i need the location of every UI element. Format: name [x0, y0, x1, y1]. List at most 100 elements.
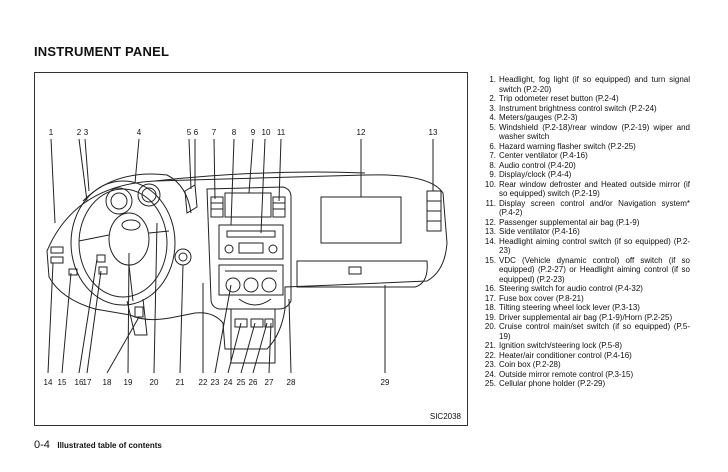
callout-19: 19 — [124, 378, 133, 387]
legend-item-text: Headlight, fog light (if so equipped) an… — [499, 75, 690, 94]
legend-item: 13.Side ventilator (P.4-16) — [482, 227, 690, 237]
speedometer-gauge — [105, 187, 133, 215]
legend-item-text: Instrument brightness control switch (P.… — [499, 103, 657, 113]
legend-item-number: 11. — [485, 198, 496, 208]
legend-item-number: 3. — [489, 103, 496, 113]
legend-item: 16.Steering switch for audio control (P.… — [482, 284, 690, 294]
legend-item-text: Heater/air conditioner control (P.4-16) — [499, 350, 632, 360]
legend-item-number: 6. — [489, 141, 496, 151]
legend-item-number: 17. — [484, 293, 496, 303]
legend-item-text: Meters/gauges (P.2-3) — [499, 113, 578, 122]
callout-11: 11 — [277, 128, 286, 137]
legend-item: 4.Meters/gauges (P.2-3) — [482, 113, 690, 123]
callout-24: 24 — [224, 378, 233, 387]
legend-item: 19.Driver supplemental air bag (P.1-9)/H… — [482, 313, 690, 323]
callout-23: 23 — [211, 378, 220, 387]
legend-item: 18.Tilting steering wheel lock lever (P.… — [482, 303, 690, 313]
ignition-switch — [174, 248, 192, 266]
legend-item: 20.Cruise control main/set switch (if so… — [482, 322, 690, 341]
callout-14: 14 — [44, 378, 53, 387]
legend-item-text: Headlight aiming control switch (if so e… — [499, 236, 690, 256]
callout-20: 20 — [150, 378, 159, 387]
legend-item-text: Hazard warning flasher switch (P.2-25) — [499, 141, 636, 151]
tachometer-gauge — [137, 183, 161, 207]
steering-wheel — [70, 180, 176, 306]
legend-item-number: 5. — [489, 122, 496, 132]
center-display — [224, 192, 272, 218]
legend-item-text: Trip odometer reset button (P.2-4) — [499, 94, 619, 103]
legend-item: 3.Instrument brightness control switch (… — [482, 104, 690, 114]
callout-28: 28 — [287, 378, 296, 387]
legend-item-text: Fuse box cover (P.8-21) — [499, 293, 584, 303]
callout-1: 1 — [49, 128, 54, 137]
legend-item-number: 15. — [484, 255, 496, 265]
legend-item-number: 16. — [484, 284, 496, 293]
callout-6: 6 — [194, 128, 199, 137]
legend-item-text: Driver supplemental air bag (P.1-9)/Horn… — [499, 312, 673, 322]
legend-item-number: 22. — [484, 350, 496, 360]
legend-item-number: 1. — [489, 75, 496, 84]
callout-25: 25 — [237, 378, 246, 387]
callout-10: 10 — [262, 128, 271, 137]
legend-item-text: Passenger supplemental air bag (P.1-9) — [499, 217, 640, 227]
callout-17: 17 — [83, 378, 92, 387]
legend-item: 15.VDC (Vehicle dynamic control) off swi… — [482, 256, 690, 285]
callout-15: 15 — [58, 378, 67, 387]
legend-item: 17.Fuse box cover (P.8-21) — [482, 294, 690, 304]
legend-item: 6.Hazard warning flasher switch (P.2-25) — [482, 142, 690, 152]
component-legend: 1.Headlight, fog light (if so equipped) … — [482, 75, 690, 389]
legend-item-text: Cellular phone holder (P.2-29) — [499, 379, 606, 388]
legend-item: 21.Ignition switch/steering lock (P.5-8) — [482, 341, 690, 351]
legend-item-number: 13. — [484, 227, 496, 236]
legend-item: 1.Headlight, fog light (if so equipped) … — [482, 75, 690, 94]
page-title: INSTRUMENT PANEL — [34, 44, 170, 59]
legend-item-number: 4. — [489, 113, 496, 122]
legend-item-text: Rear window defroster and Heated outside… — [499, 179, 690, 199]
callout-3: 3 — [84, 128, 89, 137]
legend-item: 22.Heater/air conditioner control (P.4-1… — [482, 351, 690, 361]
cluster-hood — [82, 173, 192, 214]
legend-item-text: Center ventilator (P.4-16) — [499, 151, 588, 160]
callout-18: 18 — [103, 378, 112, 387]
callout-21: 21 — [176, 378, 185, 387]
callout-16: 16 — [75, 378, 84, 387]
legend-item-number: 9. — [489, 170, 496, 179]
callout-9: 9 — [251, 128, 256, 137]
legend-item: 14.Headlight aiming control switch (if s… — [482, 237, 690, 256]
callout-13: 13 — [429, 128, 438, 137]
legend-item-number: 18. — [484, 303, 496, 312]
page-number: 0-4 — [34, 439, 50, 451]
climate-control — [218, 264, 284, 296]
section-title: Illustrated table of contents — [57, 441, 162, 450]
callout-12: 12 — [357, 128, 366, 137]
passenger-airbag-cover — [320, 196, 402, 244]
legend-item: 12.Passenger supplemental air bag (P.1-9… — [482, 218, 690, 228]
figure-code: SIC2038 — [429, 412, 461, 421]
page-footer: 0-4 Illustrated table of contents — [34, 435, 162, 453]
legend-item-text: Windshield (P.2-18)/rear window (P.2-19)… — [499, 122, 690, 142]
legend-item-number: 19. — [484, 312, 496, 322]
legend-item-text: Audio control (P.4-20) — [499, 160, 576, 170]
callout-29: 29 — [381, 378, 390, 387]
callout-8: 8 — [232, 128, 237, 137]
audio-unit — [218, 224, 284, 260]
legend-item-text: Coin box (P.2-28) — [499, 360, 561, 369]
center-console — [230, 309, 276, 364]
legend-item: 25.Cellular phone holder (P.2-29) — [482, 379, 690, 389]
legend-item-text: Display/clock (P.4-4) — [499, 170, 572, 179]
legend-item: 9.Display/clock (P.4-4) — [482, 170, 690, 180]
legend-item: 7.Center ventilator (P.4-16) — [482, 151, 690, 161]
legend-item: 11.Display screen control and/or Navigat… — [482, 199, 690, 218]
legend-item: 2.Trip odometer reset button (P.2-4) — [482, 94, 690, 104]
callout-26: 26 — [249, 378, 258, 387]
callout-22: 22 — [199, 378, 208, 387]
legend-item-number: 25. — [484, 379, 496, 388]
legend-item-text: Ignition switch/steering lock (P.5-8) — [499, 341, 623, 350]
legend-item-text: VDC (Vehicle dynamic control) off switch… — [499, 255, 690, 284]
legend-item-number: 23. — [484, 360, 496, 369]
legend-item-number: 2. — [489, 94, 496, 103]
legend-item-text: Side ventilator (P.4-16) — [499, 227, 580, 236]
legend-item-text: Display screen control and/or Navigation… — [499, 198, 690, 218]
